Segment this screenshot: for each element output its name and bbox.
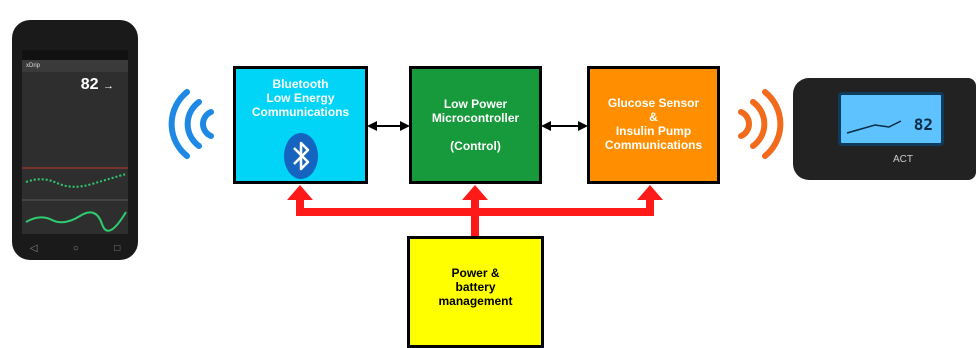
pump-label-line-2: & bbox=[649, 110, 658, 124]
pump-label-line-1: Glucose Sensor bbox=[607, 96, 700, 110]
phone-trend-arrow: → bbox=[103, 80, 114, 92]
power-label-line-2: battery bbox=[455, 280, 496, 294]
phone-status-bar bbox=[22, 50, 128, 60]
wireless-signal-right-icon bbox=[738, 89, 784, 159]
bluetooth-label-line-1: Bluetooth bbox=[272, 77, 329, 91]
phone-reading-value: 82 bbox=[80, 76, 99, 93]
phone-app-title: xDrip bbox=[22, 60, 128, 72]
pump-reading: 82 bbox=[913, 115, 933, 134]
power-label-line-1: Power & bbox=[451, 266, 500, 280]
insulin-pump-image: 82 ACT bbox=[793, 78, 976, 180]
power-management-block: Power & battery management bbox=[407, 236, 544, 348]
bluetooth-icon bbox=[283, 133, 318, 179]
microcontroller-label-line-3: (Control) bbox=[450, 139, 501, 153]
phone-nav-bar: ◁ ○ □ bbox=[12, 243, 138, 254]
bluetooth-block: Bluetooth Low Energy Communications bbox=[233, 66, 368, 184]
pump-display: 82 bbox=[838, 92, 944, 146]
microcontroller-label-line-2: Microcontroller bbox=[431, 111, 520, 125]
pump-act-button: ACT bbox=[893, 154, 913, 165]
power-label-line-3: management bbox=[438, 294, 513, 308]
back-icon: ◁ bbox=[29, 243, 38, 254]
bluetooth-label-line-2: Low Energy bbox=[266, 91, 335, 105]
pump-trend-graph bbox=[846, 120, 902, 134]
phone-screen: xDrip 82 → bbox=[22, 50, 128, 234]
microcontroller-block: Low Power Microcontroller (Control) bbox=[409, 66, 542, 184]
pump-communications-block: Glucose Sensor & Insulin Pump Communicat… bbox=[587, 66, 720, 184]
microcontroller-label-line-1: Low Power bbox=[443, 97, 508, 111]
wireless-signal-left-icon bbox=[168, 89, 214, 159]
pump-label-line-3: Insulin Pump bbox=[615, 124, 692, 138]
home-icon: ○ bbox=[72, 243, 79, 254]
phone-glucose-reading: 82 → bbox=[81, 76, 114, 94]
pump-label-line-4: Communications bbox=[604, 138, 703, 152]
bluetooth-label-line-3: Communications bbox=[251, 105, 350, 119]
phone-glucose-graph bbox=[22, 167, 128, 232]
power-distribution-lines bbox=[287, 185, 663, 236]
phone-image: xDrip 82 → ◁ ○ □ bbox=[12, 20, 138, 260]
recents-icon: □ bbox=[114, 243, 121, 254]
